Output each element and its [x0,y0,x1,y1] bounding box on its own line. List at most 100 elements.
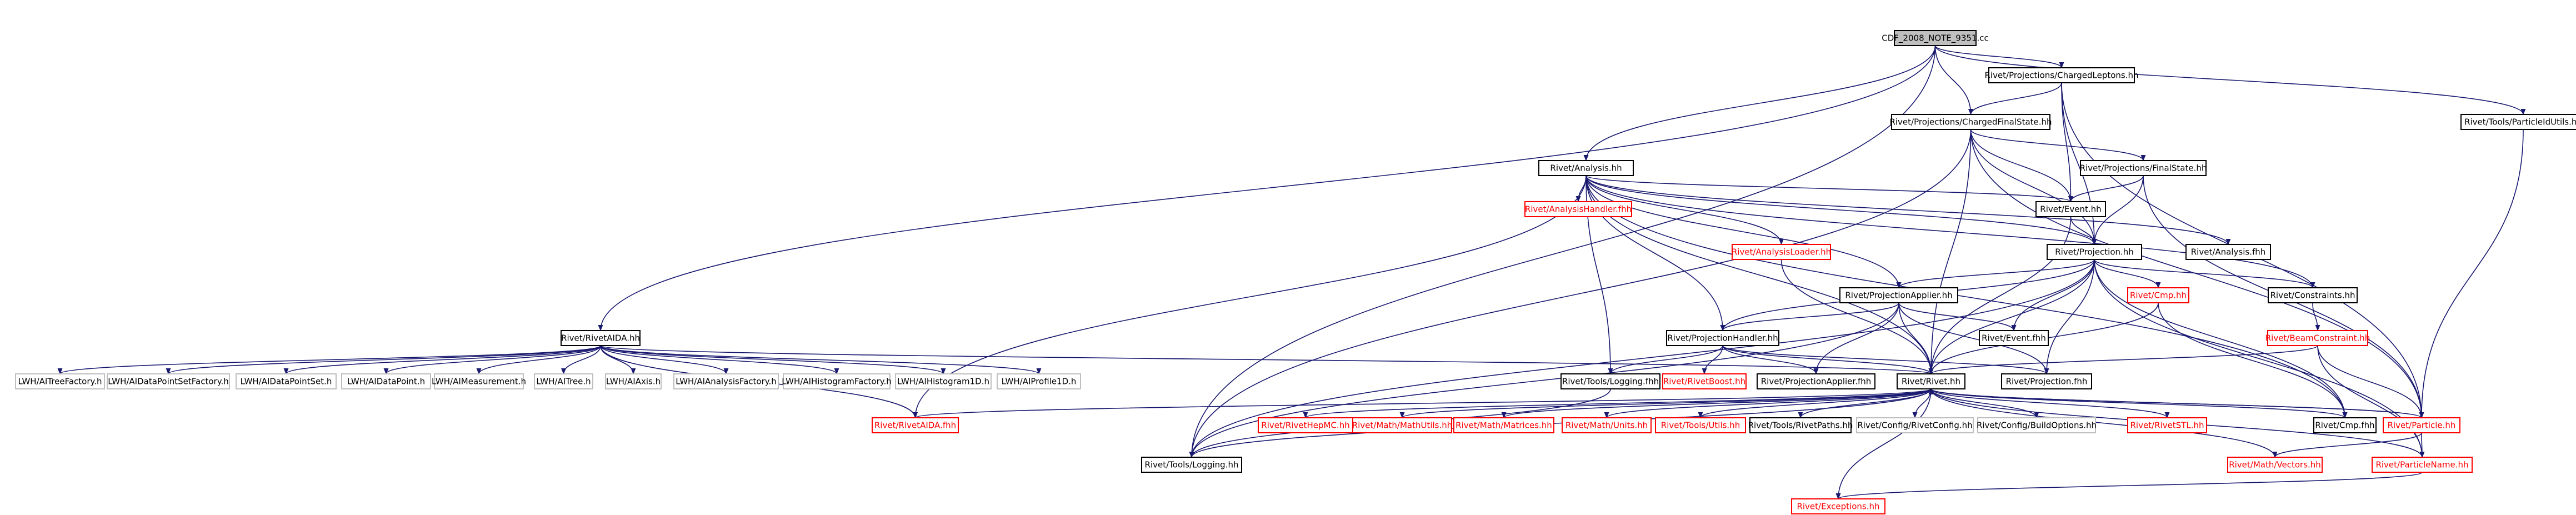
node-box [1352,417,1452,433]
edge-constraints-to-beamconstraint [2312,302,2320,332]
edge-layer [57,45,2526,500]
node-rivetaida[interactable]: Rivet/RivetAIDA.hh [561,330,641,346]
edge-finalstate-to-eventhh [2068,175,2144,203]
node-projectionhh[interactable]: Rivet/Projection.hh [2047,244,2142,260]
node-label: Rivet/Cmp.fhh [2315,421,2374,431]
node-itreefactory: LWH/AITreeFactory.h [15,373,105,389]
edge-rivethh-to-rivetaidafhh [913,388,1932,419]
edge-projectionhh-to-cmpfhh [2094,259,2348,419]
node-ihistofactory: LWH/AIHistogramFactory.h [782,373,892,389]
node-box [1894,30,1977,46]
node-particlename[interactable]: Rivet/ParticleName.hh [2372,457,2473,473]
node-projapplierfhh[interactable]: Rivet/ProjectionApplier.fhh [1757,373,1875,389]
edge-analysis-to-eventhh [1585,175,2073,203]
node-label: Rivet/Tools/ParticleIdUtils.hh [2464,117,2576,127]
node-constraints[interactable]: Rivet/Constraints.hh [2268,287,2358,303]
node-projectionfhh[interactable]: Rivet/Projection.fhh [2001,373,2092,389]
node-rivetpaths[interactable]: Rivet/Tools/RivetPaths.hh [1748,417,1853,433]
edge-rivethh-to-cmpfhh [1930,388,2348,419]
node-analysisfhh[interactable]: Rivet/Analysis.fhh [2185,244,2271,260]
node-label: Rivet/RivetAIDA.fhh [874,421,956,431]
edge-analysis-to-constraints [1585,175,2315,289]
edge-rivethh-to-mathutils [1399,388,1932,419]
node-idpsfactory: LWH/AIDataPointSetFactory.h [107,373,230,389]
node-analysis[interactable]: Rivet/Analysis.hh [1538,160,1634,176]
edge-chargedfs-to-eventhh [1970,129,2073,203]
node-box [2035,201,2106,217]
node-eventfhh[interactable]: Rivet/Event.fhh [1979,330,2049,346]
node-units[interactable]: Rivet/Math/Units.hh [1562,417,1652,433]
node-ihisto1d: LWH/AIHistogram1D.h [895,373,992,389]
node-iprofile1d: LWH/AIProfile1D.h [997,373,1081,389]
node-rivethepmc[interactable]: Rivet/RivetHepMC.hh [1258,417,1353,433]
node-box [2185,244,2271,260]
node-mathutils[interactable]: Rivet/Math/MathUtils.hh [1352,417,1453,433]
edge-root-to-rivetaida [598,45,1936,332]
node-label: Rivet/Config/BuildOptions.hh [1977,421,2097,431]
edge-rivetaida-to-idp [383,345,601,375]
node-finalstate[interactable]: Rivet/Projections/FinalState.hh [2080,160,2207,176]
edge-projectionhh-to-projapplier [1896,259,2095,289]
node-box [1791,498,1885,514]
node-box [997,373,1081,389]
node-rivetstl[interactable]: Rivet/RivetSTL.hh [2127,417,2207,433]
node-cmphh[interactable]: Rivet/Cmp.hh [2127,287,2189,303]
node-eventhh[interactable]: Rivet/Event.hh [2035,201,2106,217]
node-vectors[interactable]: Rivet/Math/Vectors.hh [2227,457,2323,473]
node-label: Rivet/Math/Units.hh [1565,421,1648,431]
node-box [1453,417,1554,433]
node-projapplier[interactable]: Rivet/ProjectionApplier.hh [1839,287,1958,303]
node-matrices[interactable]: Rivet/Math/Matrices.hh [1453,417,1554,433]
edge-particleutils-to-particlehh [2419,129,2524,419]
node-label: Rivet/Cmp.hh [2130,291,2187,301]
edge-analysis-to-analysishandlerfhh [1575,175,1587,203]
node-label: Rivet/Projections/ChargedLeptons.hh [1984,71,2138,81]
edge-projapplier-to-logginghh [1189,302,1899,458]
node-toolsutils[interactable]: Rivet/Tools/Utils.hh [1655,417,1746,433]
node-cmpfhh[interactable]: Rivet/Cmp.fhh [2313,417,2377,433]
edge-projectionhh-to-constraints [2094,259,2315,289]
node-rivetconfig: Rivet/Config/RivetConfig.hh [1856,417,1974,433]
node-particlehh[interactable]: Rivet/Particle.hh [2383,417,2460,433]
edge-rivethh-to-exceptions [1835,388,1932,500]
node-rivethh[interactable]: Rivet/Rivet.hh [1897,373,1965,389]
node-exceptions[interactable]: Rivet/Exceptions.hh [1791,498,1885,514]
node-label: LWH/AIDataPointSet.h [241,377,332,387]
node-analysisloader[interactable]: Rivet/AnalysisLoader.hh [1732,244,1831,260]
node-idp: LWH/AIDataPoint.h [341,373,431,389]
node-rivetaidafhh[interactable]: Rivet/RivetAIDA.fhh [872,417,959,433]
node-box [1749,417,1852,433]
node-analysishandlerfhh[interactable]: Rivet/AnalysisHandler.fhh [1524,201,1632,217]
node-projhandler[interactable]: Rivet/ProjectionHandler.hh [1666,330,1779,346]
node-loggingfhh[interactable]: Rivet/Tools/Logging.fhh [1560,373,1660,389]
node-label: Rivet/Event.hh [2040,204,2101,214]
node-box [434,373,524,389]
node-label: Rivet/Constraints.hh [2270,291,2355,301]
node-box [2372,457,2473,473]
node-label: Rivet/Tools/Utils.hh [1661,421,1740,431]
node-box [1856,417,1974,433]
node-beamconstraint[interactable]: Rivet/BeamConstraint.hh [2265,330,2370,346]
node-logginghh[interactable]: Rivet/Tools/Logging.hh [1141,457,1242,473]
edge-rivetaida-to-ianalysisfactory [600,345,729,375]
node-iaxis: LWH/AIAxis.h [605,373,662,389]
edge-projhandler-to-projapplierfhh [1722,345,1819,375]
edge-root-to-logginghh [1189,45,1936,458]
edge-chargedfs-to-rivethh [1928,129,1972,375]
node-box [895,373,992,389]
edge-rivetaida-to-itreefactory [57,345,601,375]
node-label: Rivet/RivetBoost.hh [1663,377,1745,387]
node-chargedfs[interactable]: Rivet/Projections/ChargedFinalState.hh [1889,114,2052,130]
node-box [1560,373,1660,389]
node-ianalysisfactory: LWH/AIAnalysisFactory.h [673,373,779,389]
node-rivetboost[interactable]: Rivet/RivetBoost.hh [1662,373,1747,389]
edge-beamconstraint-to-particlename [2317,345,2425,458]
node-label: Rivet/Exceptions.hh [1797,502,1879,512]
node-label: Rivet/Tools/Logging.fhh [1562,377,1659,387]
node-chargedleptons[interactable]: Rivet/Projections/ChargedLeptons.hh [1984,67,2139,83]
edge-root-to-particleutils [1934,45,2526,116]
node-label: Rivet/Particle.hh [2388,421,2456,431]
edge-root-to-chargedleptons [1934,45,2064,69]
node-particleutils[interactable]: Rivet/Tools/ParticleIdUtils.hh [2460,114,2576,130]
edge-projapplier-to-projectionfhh [1898,302,2049,375]
